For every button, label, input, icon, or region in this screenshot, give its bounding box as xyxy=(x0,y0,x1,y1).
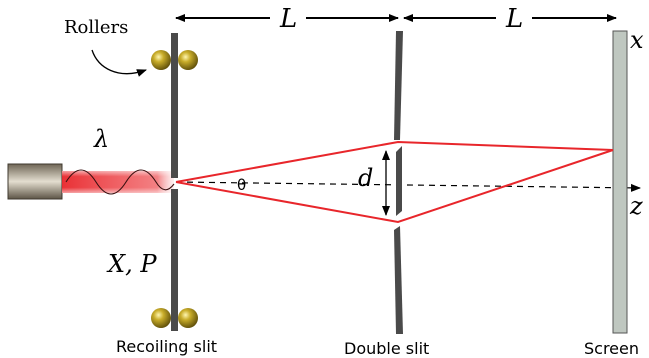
slit-separation-label: d xyxy=(358,164,373,192)
laser-beam xyxy=(62,171,174,193)
roller-ball-icon xyxy=(151,308,171,328)
optical-axis xyxy=(175,181,641,192)
laser-source-icon xyxy=(7,163,63,200)
screen-panel xyxy=(612,30,628,334)
distance-label-2: L xyxy=(505,4,523,34)
roller-ball-icon xyxy=(178,50,198,70)
recoiling-slit-lower xyxy=(171,189,178,331)
double-slit-upper xyxy=(394,31,403,140)
recoiling-slit-upper xyxy=(171,33,178,178)
double-slit-middle xyxy=(396,146,402,216)
screen-label: Screen xyxy=(584,339,639,358)
ray-path-upper xyxy=(175,140,614,183)
rollers-pointer-arrow xyxy=(91,49,147,77)
double-slit-lower xyxy=(394,226,403,334)
ray-path-lower xyxy=(175,149,614,224)
double-slit-label: Double slit xyxy=(344,339,429,358)
axis-x-label: x xyxy=(630,26,644,54)
rollers-label: Rollers xyxy=(64,17,128,38)
sine-wave-icon xyxy=(65,169,175,195)
recoiling-slit-label: Recoiling slit xyxy=(116,337,217,356)
roller-ball-icon xyxy=(178,308,198,328)
axis-z-label: z xyxy=(629,192,643,220)
distance-label-1: L xyxy=(279,4,297,34)
wavelength-label: λ xyxy=(93,125,109,153)
position-momentum-label: X, P xyxy=(106,250,157,278)
angle-label: θ xyxy=(237,176,246,194)
roller-ball-icon xyxy=(151,50,171,70)
